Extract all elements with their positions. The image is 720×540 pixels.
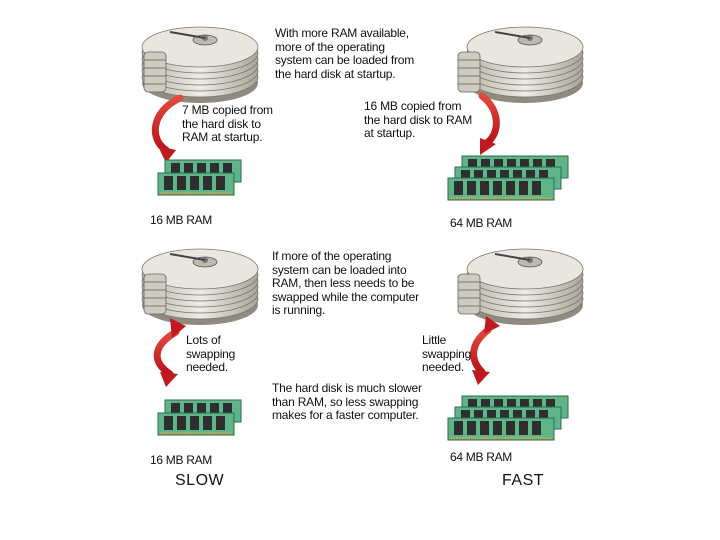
note-line: Little <box>422 333 447 347</box>
caption-line: more of the operating <box>275 39 385 54</box>
arrow-swap-bottom-left <box>153 318 186 387</box>
ram-module-bottom-left <box>157 399 242 436</box>
caption-line: swapped while the computer <box>272 289 419 304</box>
bottom-caption: If more of the operating system can be l… <box>272 249 419 318</box>
ram-label-bottom-left: 16 MB RAM <box>150 453 212 467</box>
hard-disk-top-left <box>141 26 259 103</box>
hard-disk-top-right <box>457 26 584 103</box>
note-line: 16 MB copied from <box>364 99 462 113</box>
note-line: swapping <box>422 346 472 361</box>
ram-label-top-left: 16 MB RAM <box>150 213 212 227</box>
caption-line: If more of the operating <box>272 249 392 263</box>
top-caption: With more RAM available, more of the ope… <box>275 26 415 81</box>
note-line: RAM at startup. <box>182 130 263 144</box>
hard-disk-bottom-right <box>457 248 584 325</box>
caption-line: system can be loaded from <box>275 53 415 67</box>
arrow-disk-to-ram-top-left <box>151 94 184 163</box>
note-line: the hard disk to RAM <box>364 112 473 127</box>
ram-module-bottom-right <box>447 395 569 441</box>
top-right-note: 16 MB copied from the hard disk to RAM a… <box>364 99 473 141</box>
ram-label-bottom-right: 64 MB RAM <box>450 450 512 464</box>
note-line: the hard disk to <box>182 116 261 131</box>
bottom-right-note: Little swapping needed. <box>422 333 472 375</box>
caption-line: The hard disk is much slower <box>272 381 422 395</box>
disk-spindle <box>143 51 167 93</box>
disk-stack <box>141 26 259 103</box>
note-line: swapping <box>186 346 236 361</box>
arrow-swap-bottom-right <box>470 316 500 385</box>
caption-line: makes for a faster computer. <box>272 408 419 422</box>
caption-line: the hard disk at startup. <box>275 66 396 81</box>
caption-line: is running. <box>272 303 326 317</box>
slow-label: SLOW <box>175 472 225 489</box>
bottom-left-note: Lots of swapping needed. <box>186 333 236 375</box>
ram-module-top-left <box>157 159 242 196</box>
caption-line: RAM, then less needs to be <box>272 276 415 290</box>
ram-module-top-right <box>447 155 569 201</box>
note-line: Lots of <box>186 333 221 347</box>
caption-line: system can be loaded into <box>272 262 407 277</box>
note-line: needed. <box>422 360 464 374</box>
hard-disk-bottom-left <box>141 248 259 325</box>
note-line: at startup. <box>364 126 416 140</box>
note-line: needed. <box>186 360 228 374</box>
middle-caption: The hard disk is much slower than RAM, s… <box>272 381 422 423</box>
arrow-disk-to-ram-top-right <box>478 92 500 155</box>
caption-line: With more RAM available, <box>275 26 409 40</box>
note-line: 7 MB copied from <box>182 103 273 117</box>
ram-label-top-right: 64 MB RAM <box>450 216 512 230</box>
top-left-note: 7 MB copied from the hard disk to RAM at… <box>182 103 273 145</box>
fast-label: FAST <box>502 472 545 489</box>
caption-line: than RAM, so less swapping <box>272 394 419 409</box>
